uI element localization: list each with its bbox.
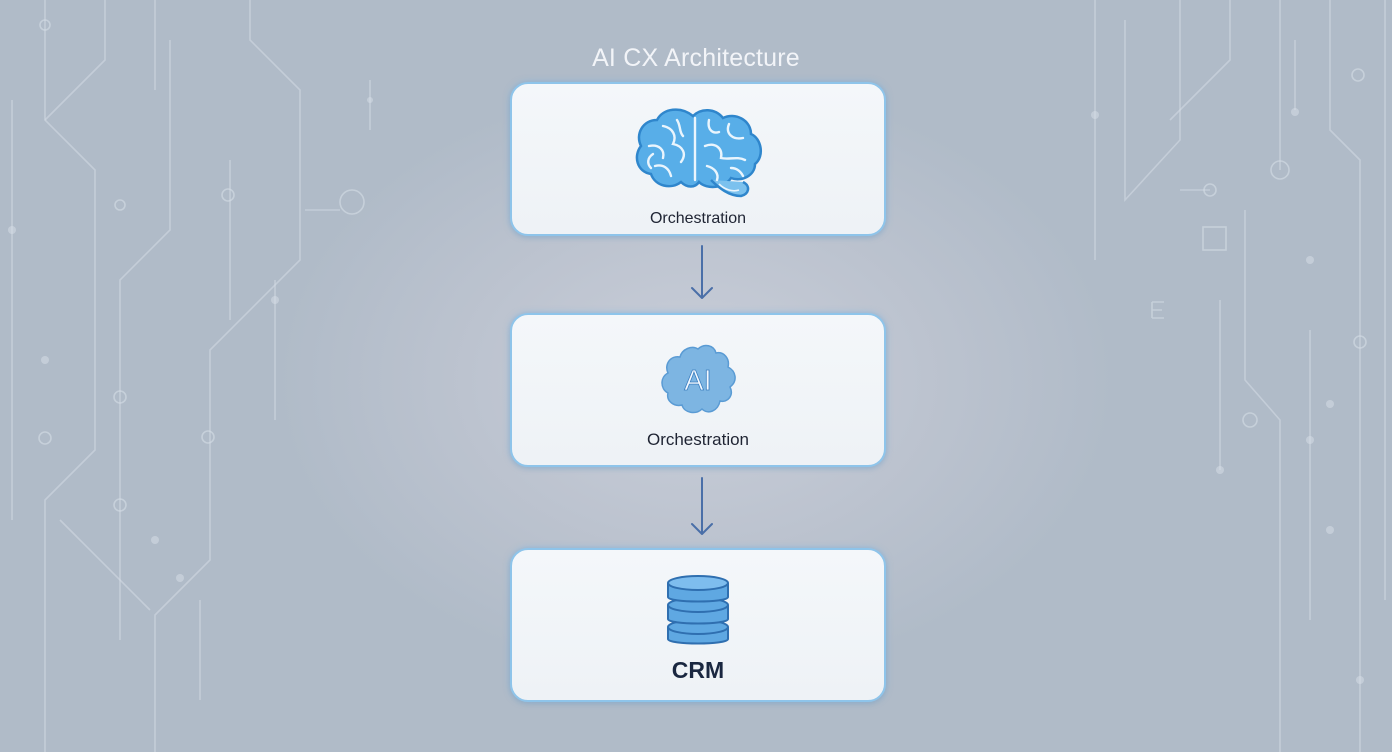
arrow-down-icon bbox=[691, 477, 713, 535]
node-brain-orchestration: Orchestration bbox=[510, 82, 886, 236]
arrow-down-icon bbox=[691, 245, 713, 299]
ai-cloud-text: AI bbox=[684, 365, 711, 397]
node-label: CRM bbox=[671, 657, 725, 683]
node-crm: CRM bbox=[510, 548, 886, 702]
node-label: Orchestration bbox=[649, 210, 747, 227]
ai-cloud-icon: AI bbox=[512, 343, 884, 417]
node-label: Orchestration bbox=[646, 430, 750, 449]
diagram-title: AI CX Architecture bbox=[592, 44, 800, 72]
node-ai-orchestration: AI Orchestration bbox=[510, 313, 886, 467]
database-icon bbox=[512, 573, 884, 649]
brain-icon bbox=[512, 106, 884, 204]
